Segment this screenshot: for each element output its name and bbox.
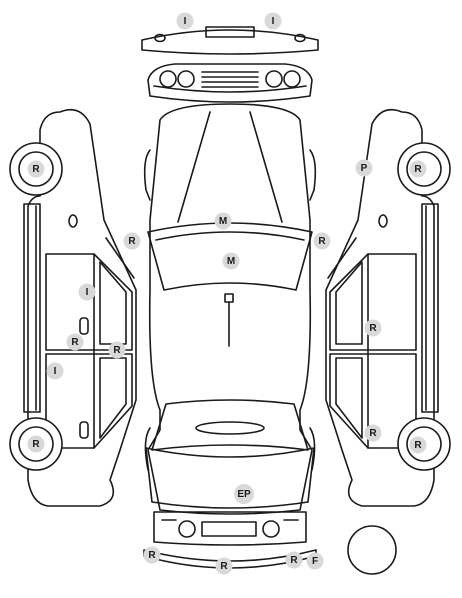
damage-marker-rear-bumper-center[interactable]: R [215,557,233,575]
marker-label: EP [237,489,251,500]
marker-label: R [32,164,40,175]
marker-circle [27,435,45,453]
marker-circle [46,362,64,380]
marker-circle [143,546,161,564]
marker-circle [355,159,373,177]
marker-circle [215,557,233,575]
marker-circle [364,424,382,442]
damage-markers: I I R R P M M R R I R R I R R R R EP R R R F [27,12,427,575]
damage-marker-roof[interactable]: M [222,252,240,270]
marker-circle [409,160,427,178]
damage-marker-left-rear-wheel[interactable]: R [27,435,45,453]
marker-label: R [369,428,377,439]
marker-circle [66,333,84,351]
marker-label: R [414,440,422,451]
car-body-top-view [143,103,317,515]
marker-label: I [184,16,187,27]
marker-label: I [272,16,275,27]
damage-marker-right-mirror[interactable]: R [313,232,331,250]
damage-marker-left-front-wheel[interactable]: R [27,160,45,178]
marker-label: R [148,550,156,561]
marker-label: M [227,256,235,267]
damage-marker-left-rear-door[interactable]: I [46,362,64,380]
damage-marker-left-door-pillar[interactable]: R [108,341,126,359]
marker-label: R [318,236,326,247]
damage-marker-left-front-door-lower[interactable]: R [66,333,84,351]
marker-label: R [71,337,79,348]
damage-marker-rear-bumper-left[interactable]: R [143,546,161,564]
damage-marker-front-bumper-right[interactable]: I [264,12,282,30]
marker-circle [78,283,96,301]
front-grille [147,63,313,103]
marker-label: M [219,216,227,227]
marker-circle [27,160,45,178]
damage-marker-right-front-wheel[interactable]: R [409,160,427,178]
fuel-cap-outline [347,525,397,575]
marker-label: P [361,163,368,174]
front-bumper [141,26,319,55]
marker-circle [222,252,240,270]
marker-circle [123,232,141,250]
marker-label: R [32,439,40,450]
damage-marker-right-rear-door-handle[interactable]: R [364,424,382,442]
damage-marker-windshield[interactable]: M [214,212,232,230]
marker-label: R [128,236,136,247]
car-left-side [9,108,137,507]
damage-marker-right-front-fender[interactable]: P [355,159,373,177]
marker-circle [264,12,282,30]
marker-label: R [369,323,377,334]
marker-circle [306,552,324,570]
damage-marker-rear-bumper-far-right[interactable]: F [306,552,324,570]
damage-marker-left-mirror[interactable]: R [123,232,141,250]
marker-label: I [86,287,89,298]
marker-circle [234,484,254,504]
marker-label: R [290,555,298,566]
marker-circle [108,341,126,359]
marker-label: F [312,556,318,567]
marker-circle [409,436,427,454]
damage-marker-front-bumper-left[interactable]: I [176,12,194,30]
damage-marker-left-front-door[interactable]: I [78,283,96,301]
marker-label: R [113,345,121,356]
marker-circle [285,551,303,569]
marker-circle [176,12,194,30]
marker-circle [364,319,382,337]
marker-circle [313,232,331,250]
marker-label: I [54,366,57,377]
marker-label: R [414,164,422,175]
damage-marker-right-front-door-handle[interactable]: R [364,319,382,337]
marker-label: R [220,561,228,572]
damage-marker-right-rear-wheel[interactable]: R [409,436,427,454]
damage-marker-rear-bumper-right[interactable]: R [285,551,303,569]
damage-marker-trunk[interactable]: EP [234,484,254,504]
marker-circle [214,212,232,230]
car-right-side [325,108,451,507]
